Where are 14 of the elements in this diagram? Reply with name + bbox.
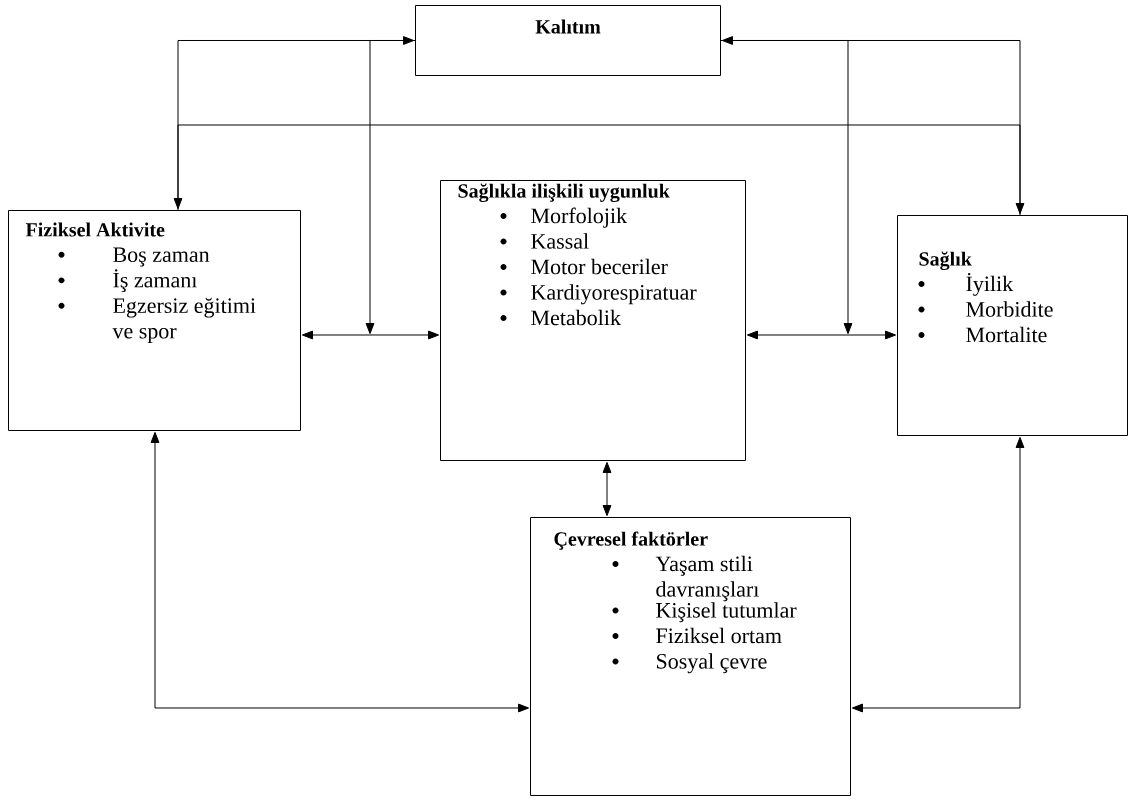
arrow	[851, 436, 1025, 713]
arrow	[602, 461, 612, 517]
process-box: Kalıtım	[415, 5, 721, 76]
process-box: Sağlık İyilik Morbidite Mortalite	[897, 215, 1128, 436]
arrow	[173, 36, 415, 210]
arrow	[721, 36, 1025, 215]
process-box: Fiziksel Aktivite Boş zaman İş zamanı Egzersiz eğitimi ve spor	[8, 210, 301, 431]
process-box: Sağlıkla ilişkili uygunluk Morfolojik Kassal Motor beceriler Kardiyorespiratuar Metabolik	[440, 180, 746, 461]
arrow	[746, 330, 897, 340]
arrow	[720, 40, 853, 335]
arrow	[365, 40, 416, 335]
process-box: Çevresel faktörler Yaşam stili davranışları Kişisel tutumlar Fiziksel ortam Sosyal çevre	[530, 517, 851, 796]
arrow	[150, 431, 530, 713]
arrow	[301, 330, 440, 340]
